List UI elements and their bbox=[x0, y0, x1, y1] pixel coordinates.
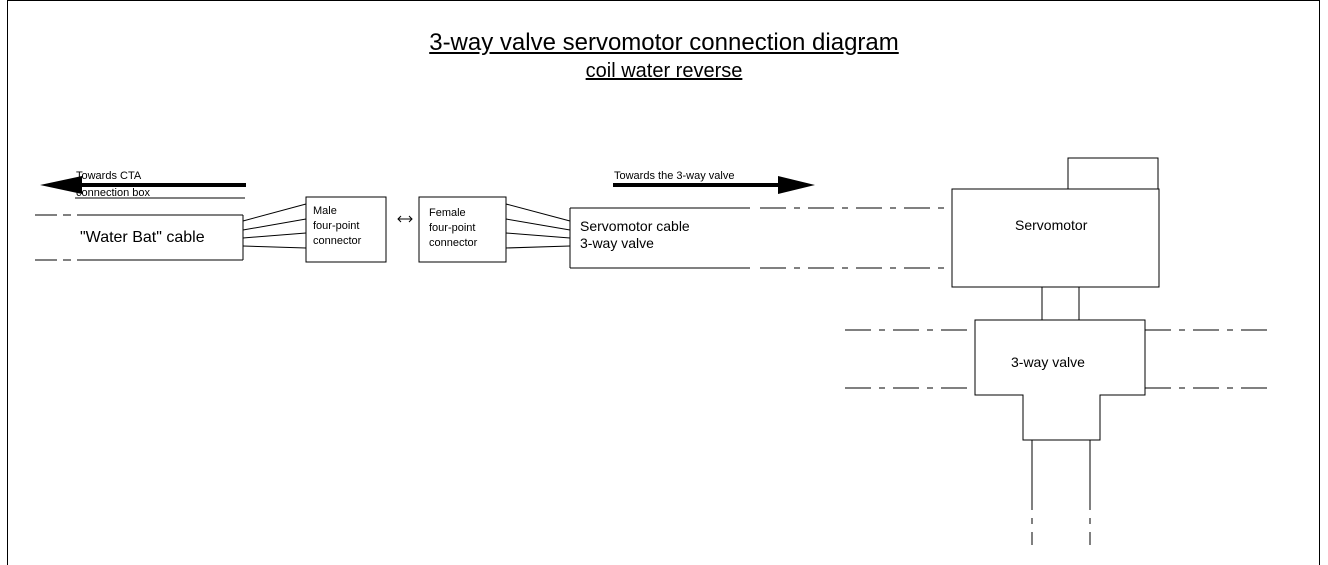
three-way-valve-body bbox=[974, 319, 1146, 441]
wire-8 bbox=[505, 245, 571, 249]
servomotor-label: Servomotor bbox=[1015, 217, 1088, 233]
arrow-towards-cta-head bbox=[40, 176, 82, 194]
female-connector-box bbox=[418, 196, 507, 263]
male-connector-label-3: connector bbox=[313, 235, 362, 247]
towards-cta-label-1: Towards CTA bbox=[76, 170, 142, 182]
wire-4 bbox=[242, 245, 307, 249]
wire-1 bbox=[242, 203, 307, 222]
arrow-towards-valve-head bbox=[778, 176, 815, 194]
wire-6 bbox=[505, 218, 571, 231]
servomotor-cable-label-1: Servomotor cable bbox=[580, 218, 690, 234]
servomotor-cable-label-2: 3-way valve bbox=[580, 235, 654, 251]
wire-5 bbox=[505, 203, 571, 222]
wire-2 bbox=[242, 218, 307, 231]
drawing-frame bbox=[7, 0, 1320, 565]
mating-arrow-right bbox=[408, 215, 413, 223]
wire-3 bbox=[242, 232, 307, 239]
servomotor-box bbox=[951, 188, 1160, 288]
water-bat-cable-label: "Water Bat" cable bbox=[80, 229, 205, 246]
towards-valve-label: Towards the 3-way valve bbox=[614, 170, 735, 182]
diagram-subtitle: coil water reverse bbox=[585, 60, 743, 82]
servomotor-cap bbox=[1067, 157, 1159, 190]
female-connector-label-1: Female bbox=[429, 207, 466, 219]
male-connector-label-2: four-point bbox=[313, 220, 360, 232]
female-connector-label-2: four-point bbox=[429, 222, 476, 234]
three-way-valve-label: 3-way valve bbox=[1011, 354, 1085, 370]
diagram-title: 3-way valve servomotor connection diagra… bbox=[429, 29, 899, 56]
wire-7 bbox=[505, 232, 571, 239]
female-connector-label-3: connector bbox=[429, 237, 478, 249]
mating-arrow-left bbox=[397, 215, 402, 223]
male-connector-box bbox=[305, 196, 387, 263]
towards-cta-label-2: connection box bbox=[76, 187, 150, 199]
male-connector-label-1: Male bbox=[313, 205, 337, 217]
